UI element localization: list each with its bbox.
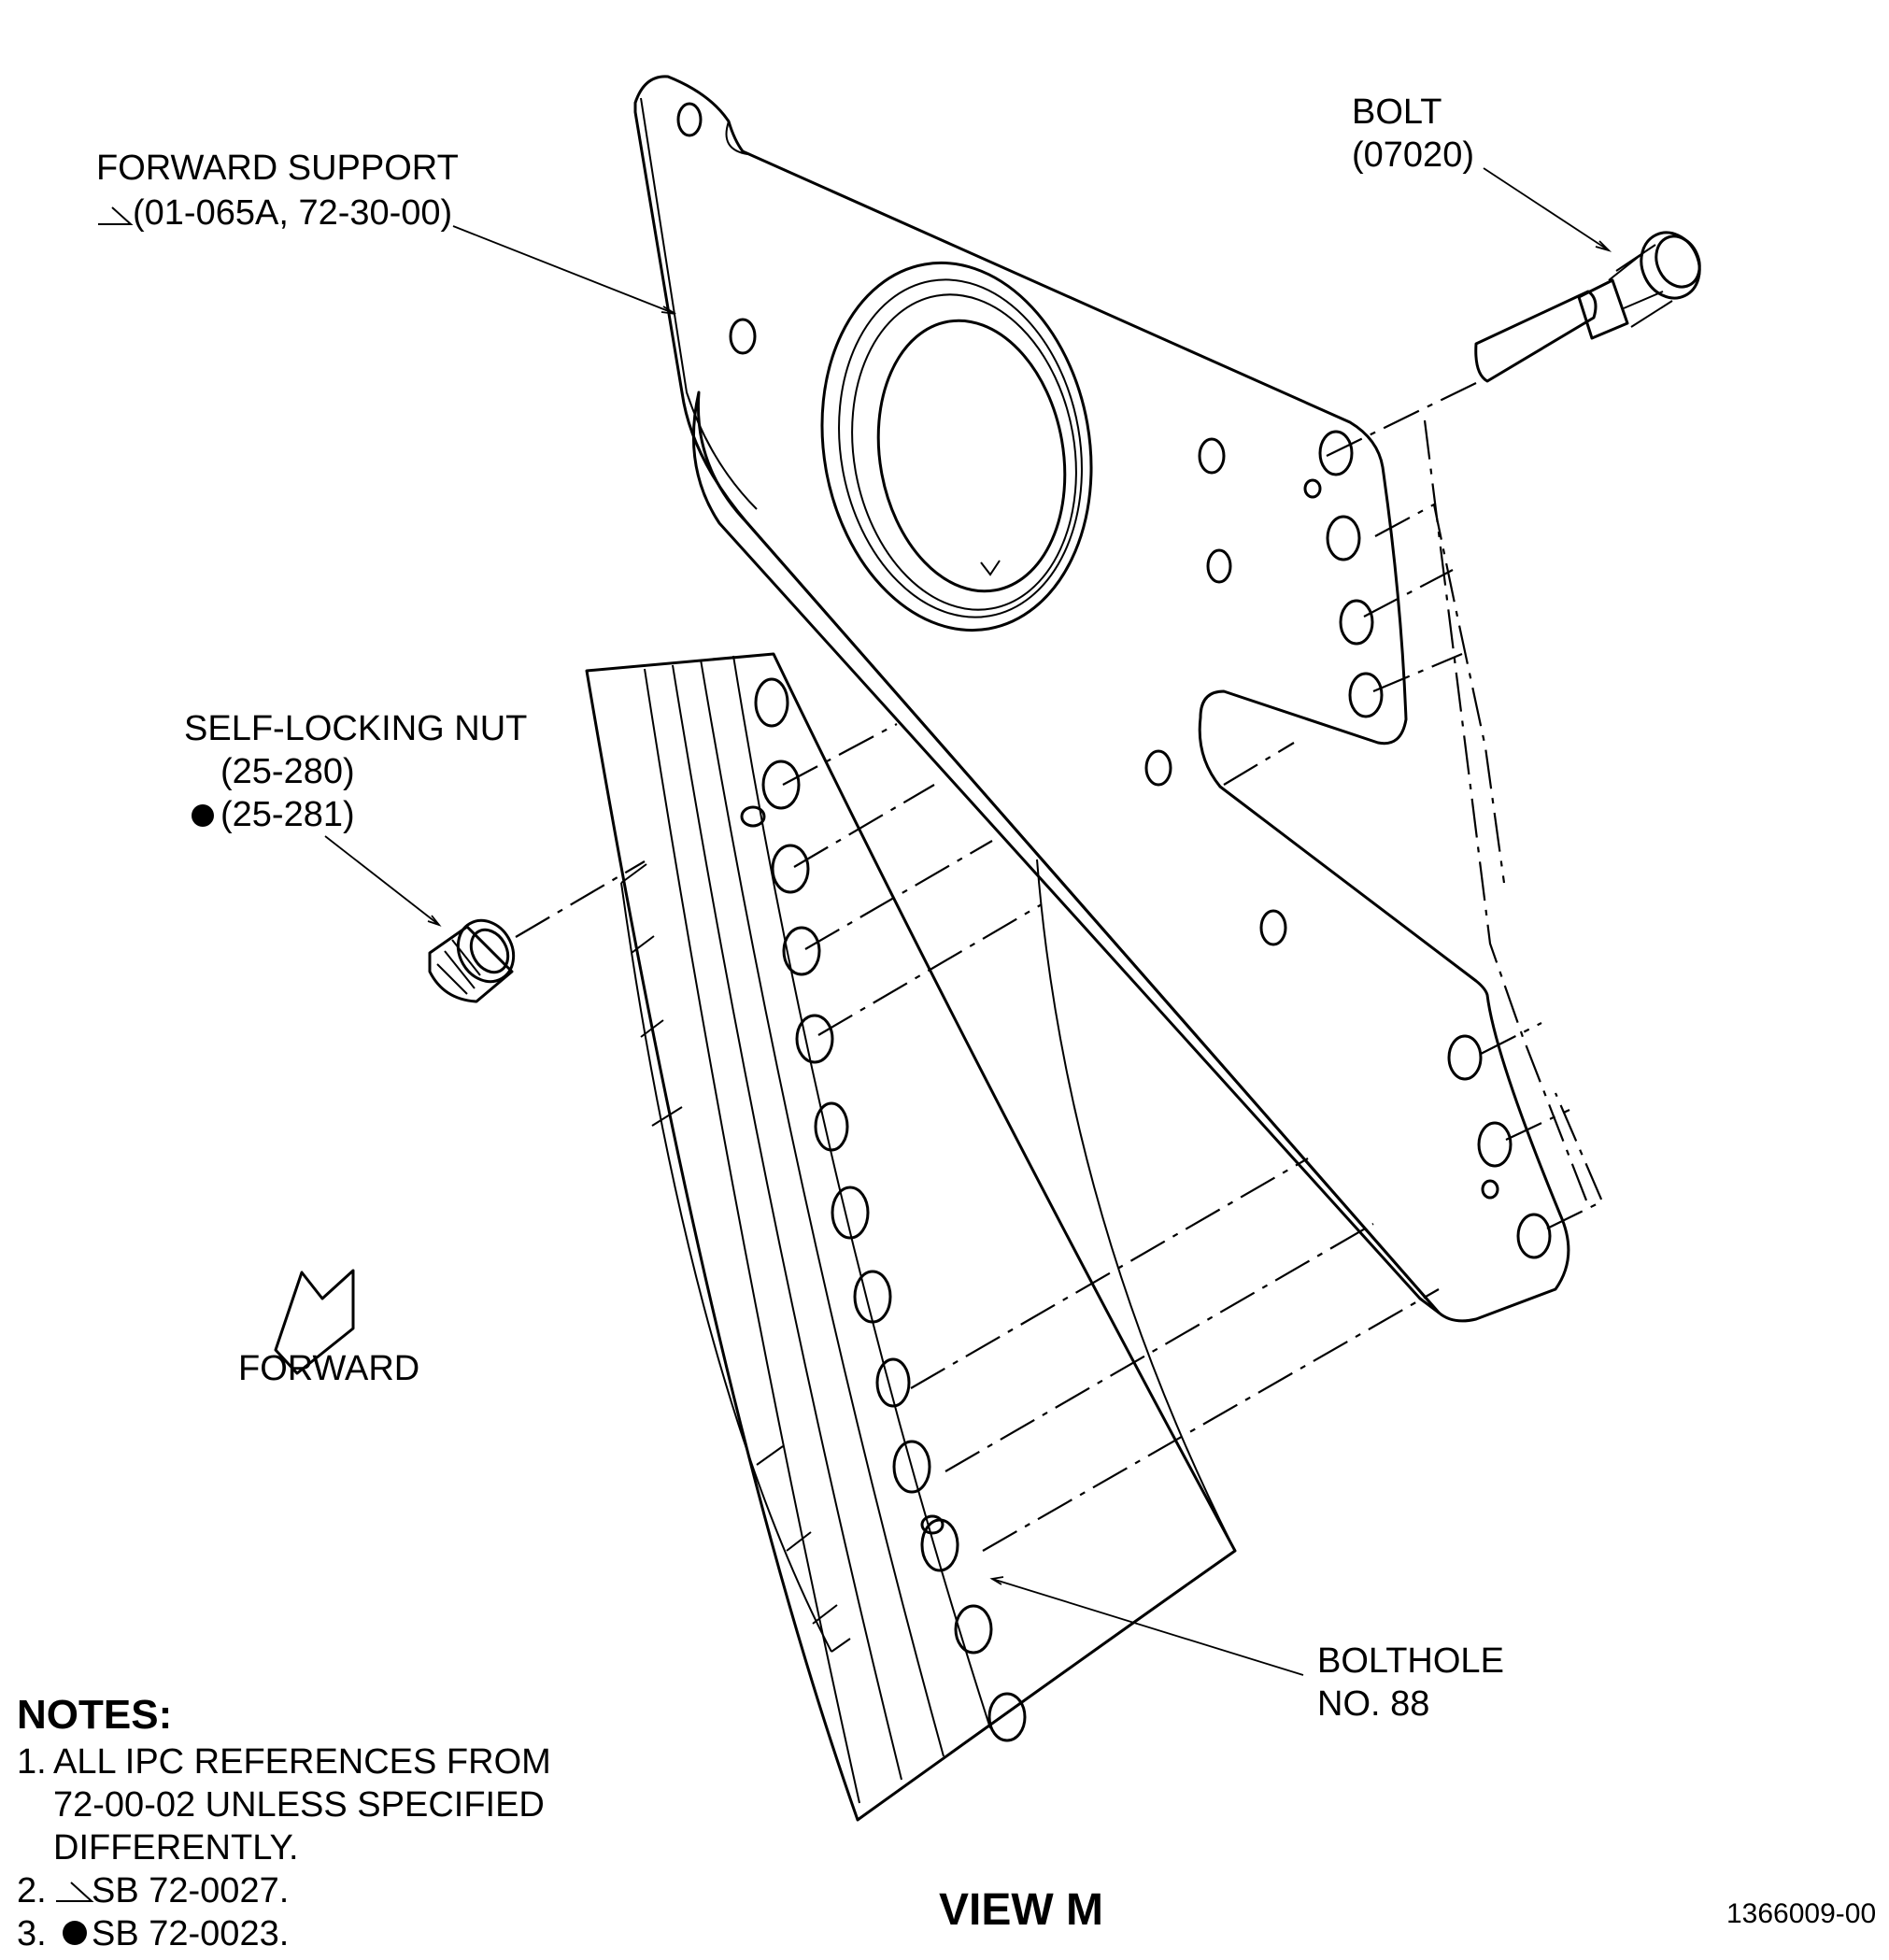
notes-block: NOTES: 1. ALL IPC REFERENCES FROM 72-00-… xyxy=(17,1692,551,1953)
bolt-part xyxy=(1474,231,1701,383)
callout-forward-support: FORWARD SUPPORT (01-065A, 72-30-00) xyxy=(96,149,459,233)
note-1-line-1: ALL IPC REFERENCES FROM xyxy=(53,1742,551,1782)
bolt-label: BOLT xyxy=(1352,92,1442,132)
bolt-refs: (07020) xyxy=(1352,135,1474,175)
self-locking-nut-ref-1: (25-280) xyxy=(220,752,355,791)
bolthole-number: NO. 88 xyxy=(1317,1684,1429,1724)
forward-support-refs: (01-065A, 72-30-00) xyxy=(133,193,452,233)
note-2-number: 2. xyxy=(17,1871,47,1910)
triangle-flag-icon xyxy=(98,206,134,225)
leader-lines xyxy=(324,167,1612,1676)
assembly-centerlines xyxy=(515,382,1604,1552)
self-locking-nut-label: SELF-LOCKING NUT xyxy=(184,709,527,748)
bullet-dot-icon xyxy=(192,804,214,827)
note-1-line-2: 72-00-02 UNLESS SPECIFIED xyxy=(53,1785,545,1825)
forward-support-label: FORWARD SUPPORT xyxy=(96,149,459,188)
callout-bolthole: BOLTHOLE NO. 88 xyxy=(1317,1641,1504,1724)
bolthole-label: BOLTHOLE xyxy=(1317,1641,1504,1681)
callout-bolt: BOLT (07020) xyxy=(1352,92,1474,175)
view-title: VIEW M xyxy=(939,1885,1103,1935)
notes-title: NOTES: xyxy=(17,1692,172,1738)
flange-holes xyxy=(740,677,1027,1742)
forward-label: FORWARD xyxy=(238,1349,419,1388)
case-flange xyxy=(585,652,1237,1822)
callout-self-locking-nut: SELF-LOCKING NUT (25-280) (25-281) xyxy=(184,709,527,834)
forward-support xyxy=(633,75,1570,1323)
note-2-text: SB 72-0027. xyxy=(92,1871,289,1910)
triangle-flag-icon xyxy=(56,1882,94,1902)
bullet-dot-icon xyxy=(63,1921,87,1945)
support-shadow xyxy=(691,391,1441,1314)
bearing-ring xyxy=(820,261,1093,632)
note-3-text: SB 72-0023. xyxy=(92,1914,289,1953)
support-holes xyxy=(676,102,1552,1259)
flange-body xyxy=(585,652,1237,1822)
support-plate xyxy=(633,75,1570,1323)
note-3-number: 3. xyxy=(17,1914,47,1953)
note-1-line-3: DIFFERENTLY. xyxy=(53,1828,299,1868)
self-locking-nut-part xyxy=(428,918,516,1003)
forward-arrow xyxy=(274,1269,355,1375)
self-locking-nut-ref-2: (25-281) xyxy=(220,795,355,834)
note-1-number: 1. xyxy=(17,1742,47,1782)
figure-number: 1366009-00 xyxy=(1726,1898,1876,1929)
